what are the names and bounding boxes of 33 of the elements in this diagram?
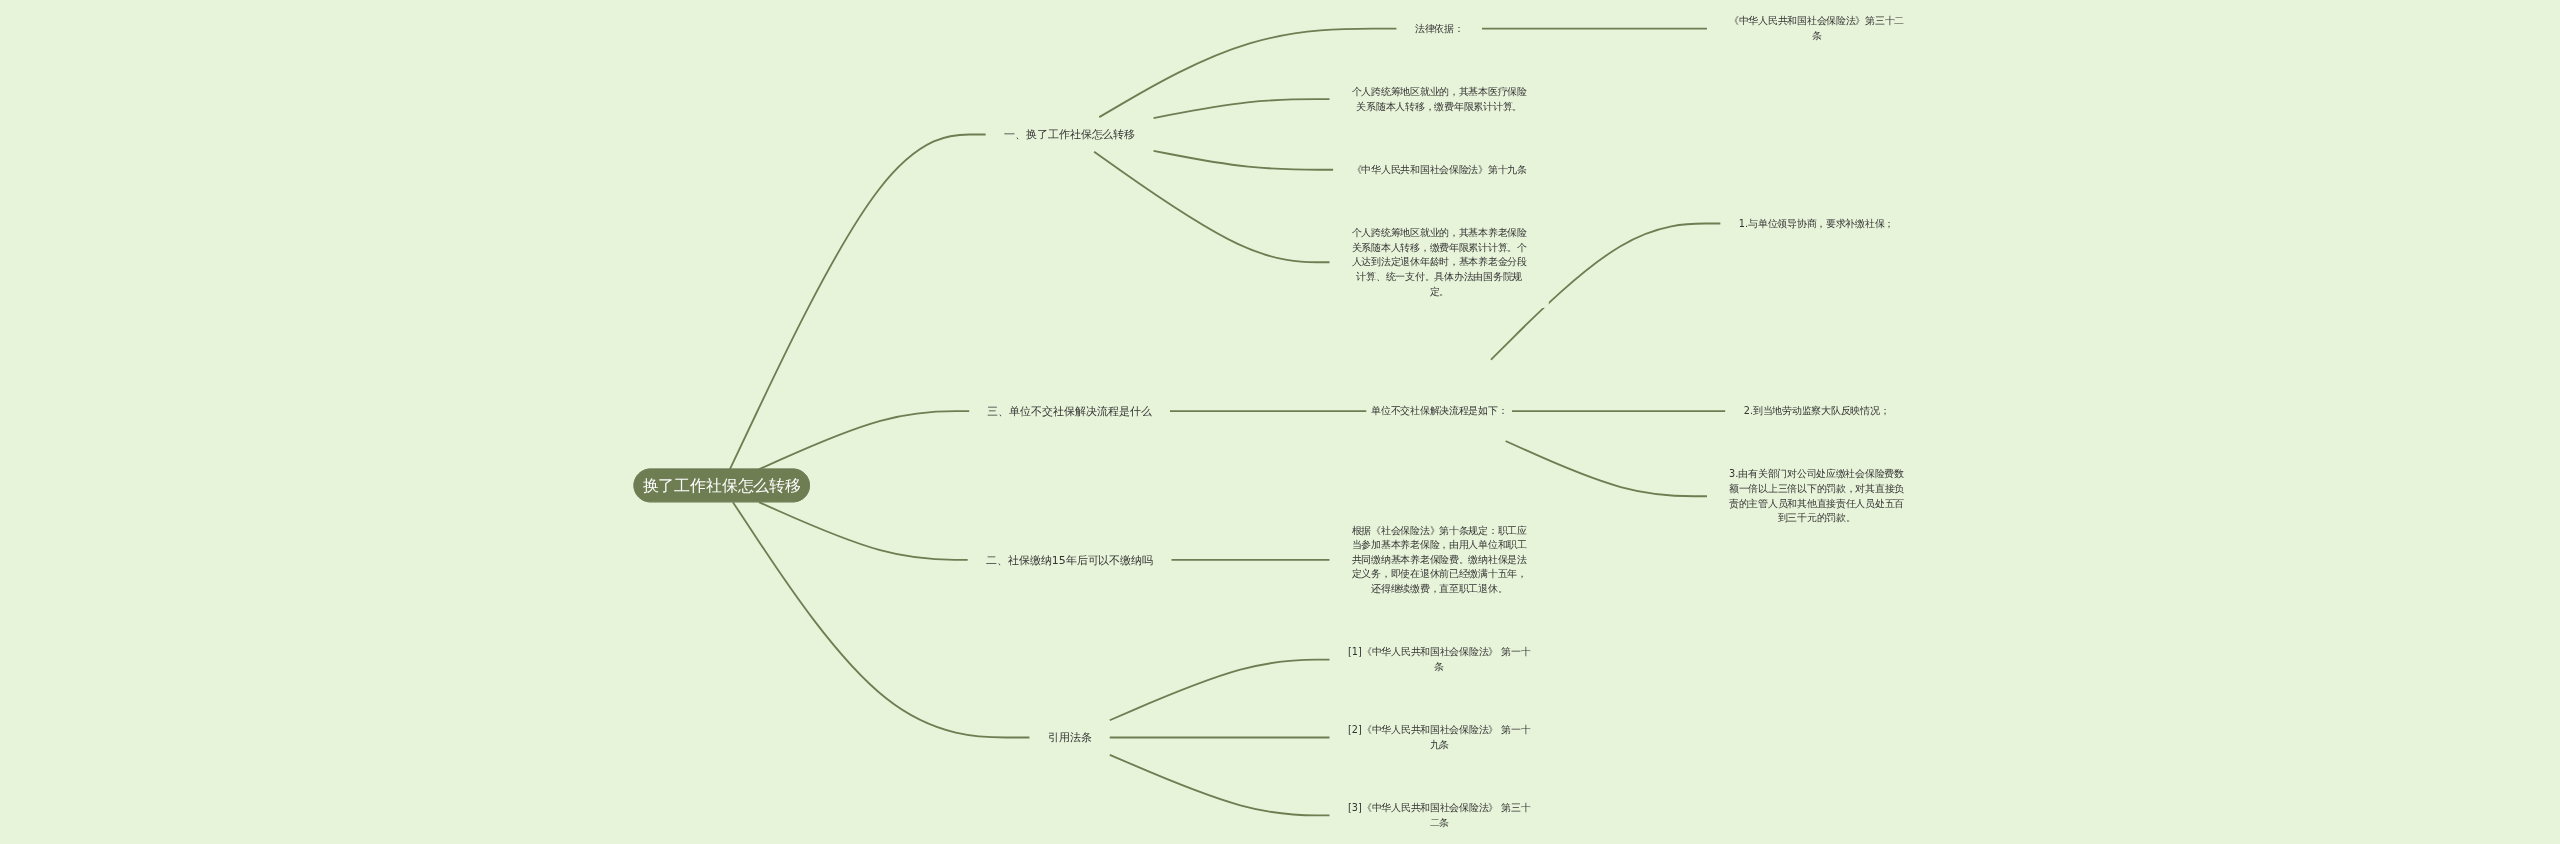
connector: [1480, 27, 1708, 30]
node-text: 单位不交社保解决流程是如下：: [1371, 404, 1508, 417]
node-text: 《中华人民共和国社会保险法》第三十二条: [1728, 15, 1905, 42]
node-text: 引用法条: [1047, 731, 1092, 744]
connector: [1170, 558, 1331, 561]
node-text: 根据《社会保险法》第十条规定：职工应当参加基本养老保险，由用人单位和职工共同缴纳基本养老保险费。缴纳社保是法定义务，即使在退休前已经缴满十五年，还得继续缴费，直至职工退休。: [1351, 524, 1527, 595]
connector: [1511, 410, 1727, 412]
connector: [1169, 410, 1368, 412]
node-text: 三、单位不交社保解决流程是什么: [987, 404, 1152, 418]
node-text: 个人跨统筹地区就业的，其基本养老保险关系随本人转移，缴费年限累计计算。个人达到法定退休年龄时，基本养老金分段计算、统一支付。具体办法由国务院规定。: [1351, 226, 1527, 297]
node-text: 二、社保缴纳15年后可以不缴纳吗: [985, 553, 1154, 567]
node-text: 个人跨统筹地区就业的，其基本医疗保险关系随本人转移，缴费年限累计计算。: [1351, 85, 1527, 112]
node-text: [3]《中华人民共和国社会保险法》 第三十二条: [1348, 802, 1531, 829]
connector: [757, 501, 969, 561]
node-text: [1]《中华人民共和国社会保险法》 第一十条: [1348, 646, 1531, 673]
connector: [1108, 658, 1331, 722]
node-text: 3.由有关部门对公司处应缴社会保险费数额一倍以上三倍以下的罚款，对其直接负责的主管人员和其他直接责任人员处五百到三千元的罚款。: [1728, 468, 1905, 524]
node-text: 《中华人民共和国社会保险法》第十九条: [1351, 163, 1527, 176]
connector: [1504, 440, 1708, 498]
connector: [1093, 150, 1331, 264]
node-text: 1.与单位领导协商，要求补缴社保；: [1738, 217, 1895, 229]
node-text: 2.到当地劳动监察大队反映情况；: [1743, 404, 1890, 417]
connector: [1108, 736, 1331, 739]
node-text: 一、换了工作社保怎么转移: [1003, 128, 1136, 141]
connector: [728, 133, 987, 471]
node-text: [2]《中华人民共和国社会保险法》 第一十九条: [1348, 724, 1531, 751]
connector: [1152, 98, 1331, 120]
connector: [1108, 753, 1331, 817]
connector: [1489, 222, 1722, 361]
connector: [732, 501, 1031, 739]
connector: [1152, 149, 1335, 171]
connector: [1098, 27, 1398, 119]
node-text: 法律依据：: [1414, 22, 1464, 35]
